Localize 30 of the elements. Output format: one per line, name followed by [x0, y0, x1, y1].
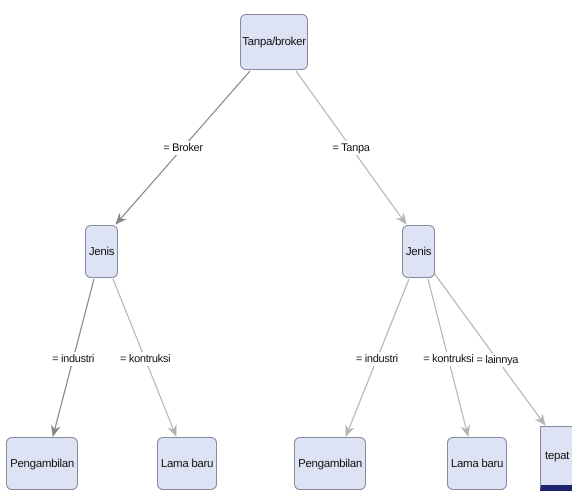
tree-node-box: [402, 225, 435, 278]
edge-label: = Tanpa: [331, 140, 371, 154]
arrow: [50, 278, 95, 437]
arrow: [427, 278, 470, 437]
edge-label: = lainnya: [475, 352, 520, 367]
node-label: Pengambilan: [10, 458, 74, 470]
node-label: Lama baru: [450, 458, 504, 470]
node-label: tepat: [545, 450, 570, 462]
arrow: [115, 70, 250, 225]
arrow: [434, 272, 546, 426]
arrow: [296, 70, 407, 225]
tree-node-box: [540, 426, 572, 491]
edge-label: = kontruksi: [119, 352, 172, 366]
node-label: Tanpa/broker: [242, 36, 306, 48]
tree-node-box: [6, 437, 78, 490]
edge-label: = industri: [354, 352, 399, 366]
tree-node-box: [294, 437, 366, 490]
edge-label: = kontruksi: [422, 352, 474, 366]
tree-node-box: [157, 437, 217, 490]
arrow: [345, 278, 410, 437]
node-label: Pengambilan: [298, 458, 362, 470]
tree-node-box: [240, 14, 308, 70]
node-label: Lama baru: [160, 458, 214, 470]
node-label: Jenis: [88, 246, 114, 258]
node-label: Jenis: [406, 246, 432, 258]
tree-node-box: [447, 437, 507, 490]
edge-label: = Broker: [162, 140, 204, 154]
edge-label: = industri: [51, 352, 96, 366]
arrow: [112, 278, 177, 437]
tree-node-box: [85, 225, 118, 278]
